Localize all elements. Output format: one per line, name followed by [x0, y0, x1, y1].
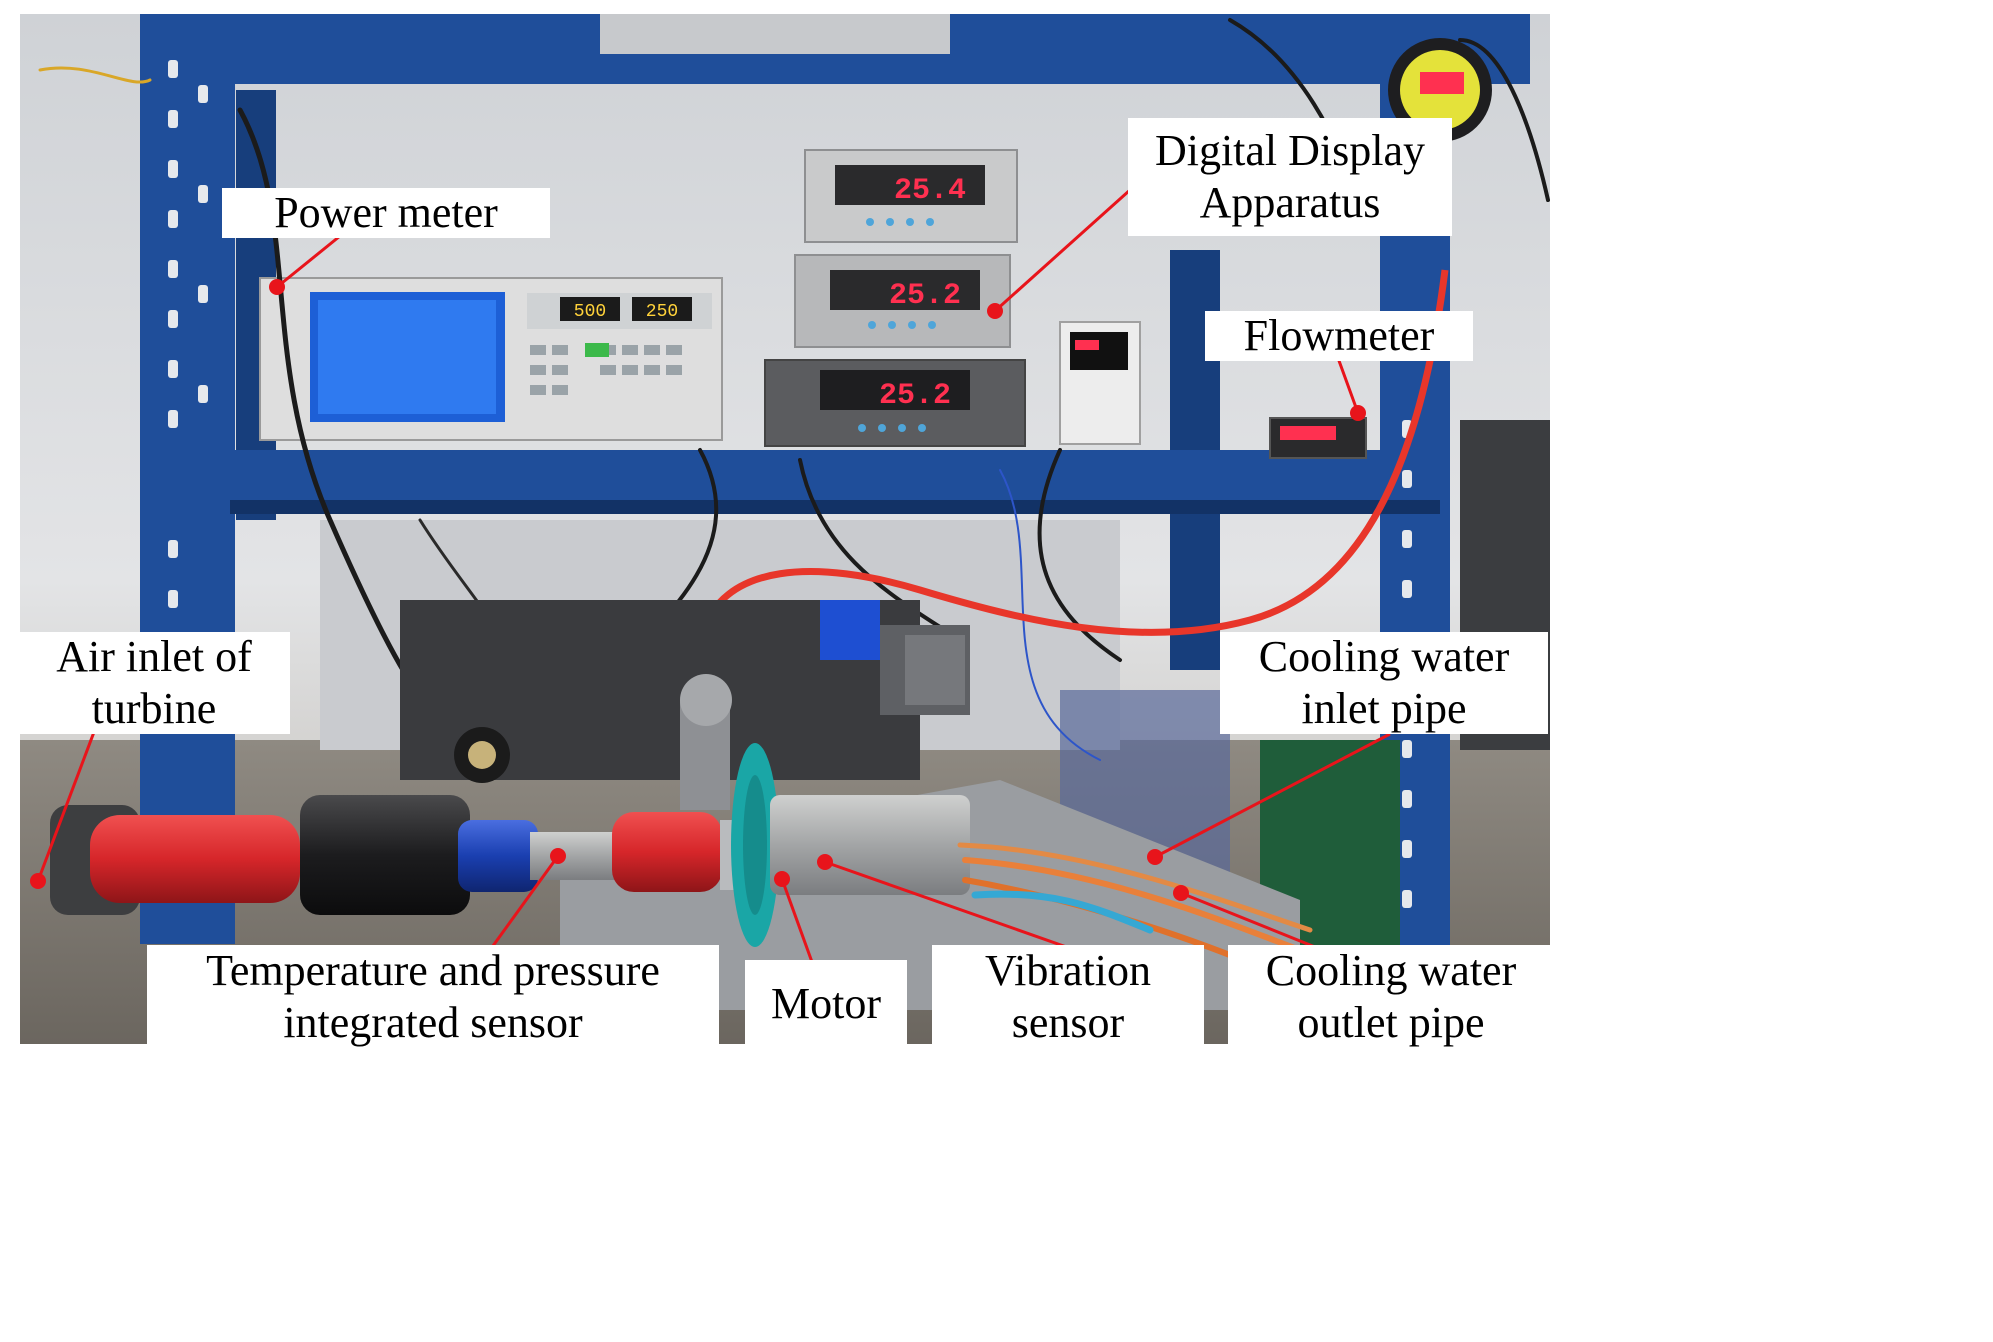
- label-motor: Motor: [745, 960, 907, 1048]
- pointer-lines: [36, 188, 1391, 963]
- label-cooling-water-outlet-pipe: Cooling water outlet pipe: [1228, 945, 1554, 1049]
- flowmeter-device: [1269, 417, 1367, 459]
- label-cooling-water-inlet-pipe: Cooling water inlet pipe: [1220, 632, 1548, 734]
- power-meter-readout-1: 500: [574, 302, 606, 322]
- label-vibration-line-1: Vibration: [985, 946, 1151, 995]
- label-power-meter: Power meter: [222, 188, 550, 238]
- pointer-dots: [30, 279, 1366, 901]
- label-air-inlet-line-1: Air inlet of: [56, 632, 252, 681]
- display-reading-3: 25.2: [879, 379, 951, 413]
- label-power-meter-line-1: Power meter: [274, 188, 498, 237]
- pressure-gauge-icon: [1388, 38, 1492, 142]
- digital-display-units: [764, 149, 1026, 447]
- label-flowmeter-line-1: Flowmeter: [1243, 311, 1435, 360]
- power-meter-device: [259, 277, 723, 441]
- label-digital-display-line-1: Digital Display: [1154, 126, 1426, 175]
- label-air-inlet-line-2: turbine: [91, 684, 217, 733]
- label-air-inlet-of-turbine: Air inlet of turbine: [18, 632, 290, 734]
- label-cooling-inlet-line-1: Cooling water: [1258, 632, 1510, 681]
- label-motor-line-1: Motor: [771, 979, 881, 1028]
- air-line-assembly: [50, 674, 970, 947]
- label-temp-pressure-line-1: Temperature and pressure: [206, 946, 660, 995]
- label-temperature-pressure-sensor: Temperature and pressure integrated sens…: [147, 945, 719, 1049]
- label-flowmeter: Flowmeter: [1205, 311, 1473, 361]
- display-reading-2: 25.2: [889, 279, 961, 313]
- top-shelf-equipment: [600, 14, 950, 54]
- display-reading-1: 25.4: [894, 174, 966, 208]
- label-vibration-line-2: sensor: [1011, 998, 1125, 1047]
- power-meter-readout-2: 250: [646, 302, 678, 322]
- label-cooling-outlet-line-1: Cooling water: [1265, 946, 1517, 995]
- label-digital-display-line-2: Apparatus: [1199, 178, 1381, 227]
- label-temp-pressure-line-2: integrated sensor: [283, 998, 583, 1047]
- label-digital-display-apparatus: Digital Display Apparatus: [1128, 118, 1452, 236]
- power-supply: [1059, 321, 1141, 445]
- label-cooling-outlet-line-2: outlet pipe: [1297, 998, 1485, 1047]
- water-hose-loop: [696, 269, 1449, 641]
- label-cooling-inlet-line-2: inlet pipe: [1301, 684, 1467, 733]
- label-vibration-sensor: Vibration sensor: [932, 945, 1204, 1049]
